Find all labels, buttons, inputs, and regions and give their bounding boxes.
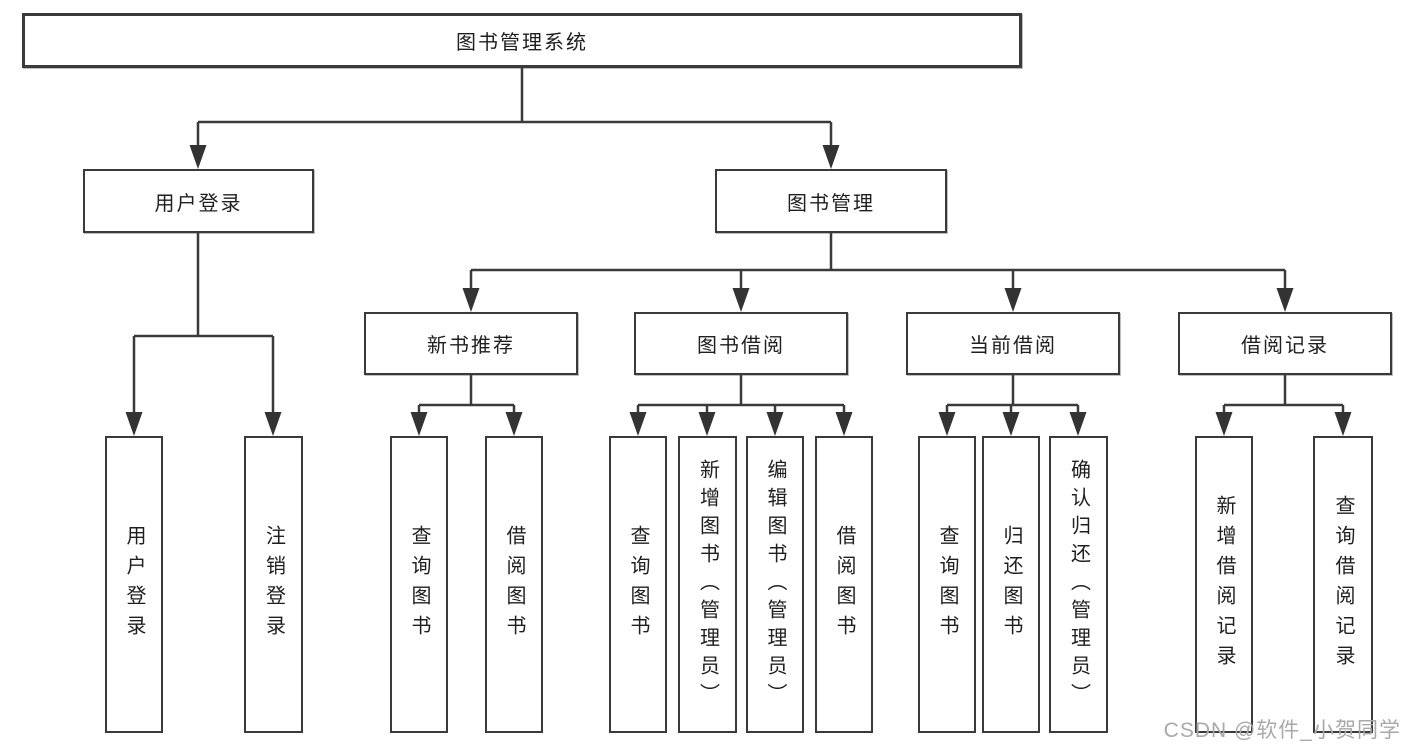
- leaf-query-books-recommend: 查询图书: [390, 436, 448, 733]
- leaf-user-login: 用户登录: [105, 436, 163, 733]
- leaf-add-borrow-record: 新增借阅记录: [1195, 436, 1253, 733]
- leaf-borrow-books-recommend: 借阅图书: [485, 436, 543, 733]
- leaf-add-books-admin: 新增图书（管理员）: [678, 436, 737, 733]
- node-user-login-branch: 用户登录: [83, 169, 314, 233]
- watermark: CSDN @软件_小贺同学: [1163, 719, 1401, 742]
- node-book-borrow: 图书借阅: [634, 312, 848, 375]
- node-borrow-records: 借阅记录: [1178, 312, 1392, 375]
- leaf-confirm-return-admin: 确认归还（管理员）: [1049, 436, 1108, 733]
- node-library-system: 图书管理系统: [22, 13, 1022, 68]
- leaf-edit-books-admin: 编辑图书（管理员）: [746, 436, 804, 733]
- arrowhead-icons: [125, 145, 1352, 436]
- leaf-logout: 注销登录: [244, 436, 303, 733]
- leaf-query-borrow-record: 查询借阅记录: [1313, 436, 1373, 733]
- node-new-book-recommend: 新书推荐: [364, 312, 578, 375]
- node-current-borrow: 当前借阅: [906, 312, 1120, 375]
- leaf-query-books-current: 查询图书: [918, 436, 976, 733]
- node-book-management: 图书管理: [715, 169, 947, 233]
- leaf-query-books-borrow: 查询图书: [609, 436, 667, 733]
- leaf-return-books: 归还图书: [982, 436, 1040, 733]
- leaf-borrow-books: 借阅图书: [815, 436, 873, 733]
